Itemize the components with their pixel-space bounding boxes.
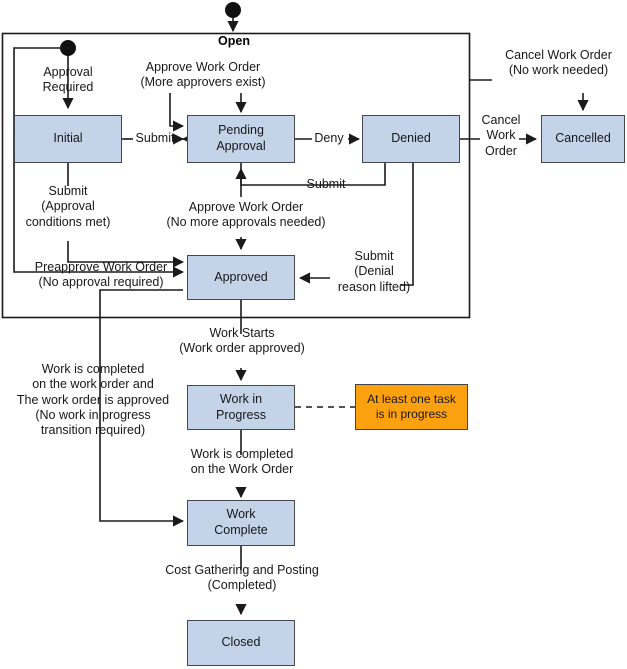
transition-label-preapprove-work-order: Preapprove Work Order (No approval requi…: [34, 260, 168, 290]
transition-label-approve-no-more-approvals: Approve Work Order (No more approvals ne…: [166, 200, 326, 230]
transition-label-work-completed-and-approved: Work is completed on the work order and …: [16, 362, 170, 437]
state-initial[interactable]: Initial: [14, 115, 122, 163]
transition-label-submit: Submit: [135, 131, 175, 145]
state-cancelled[interactable]: Cancelled: [541, 115, 625, 163]
transition-label-cost-gathering-and-posting: Cost Gathering and Posting (Completed): [165, 563, 319, 593]
state-work-complete[interactable]: Work Complete: [187, 500, 295, 546]
transition-label-submit-from-denied: Submit: [306, 177, 346, 191]
transition-label-deny: Deny: [314, 131, 344, 145]
state-approved[interactable]: Approved: [187, 255, 295, 300]
state-pending-approval[interactable]: Pending Approval: [187, 115, 295, 163]
transition-label-approval-required: Approval Required: [42, 65, 94, 95]
transition-label-work-completed-on-work-order: Work is completed on the Work Order: [190, 447, 294, 477]
transition-label-approve-more-approvers: Approve Work Order (More approvers exist…: [140, 60, 266, 90]
state-denied[interactable]: Denied: [362, 115, 460, 163]
transition-label-submit-denial-reason-lifted: Submit (Denial reason lifted): [337, 249, 411, 294]
transition-label-work-starts: Work Starts (Work order approved): [179, 326, 305, 356]
transition-label-submit-approval-conditions-met: Submit (Approval conditions met): [25, 184, 111, 229]
transition-label-cancel-no-work-needed: Cancel Work Order (No work needed): [505, 48, 612, 78]
composite-state-open-title: Open: [218, 34, 250, 48]
state-work-in-progress[interactable]: Work in Progress: [187, 385, 295, 430]
state-closed[interactable]: Closed: [187, 620, 295, 666]
transition-label-cancel-work-order: Cancel Work Order: [481, 113, 521, 158]
note-task-in-progress: At least one task is in progress: [355, 384, 468, 430]
